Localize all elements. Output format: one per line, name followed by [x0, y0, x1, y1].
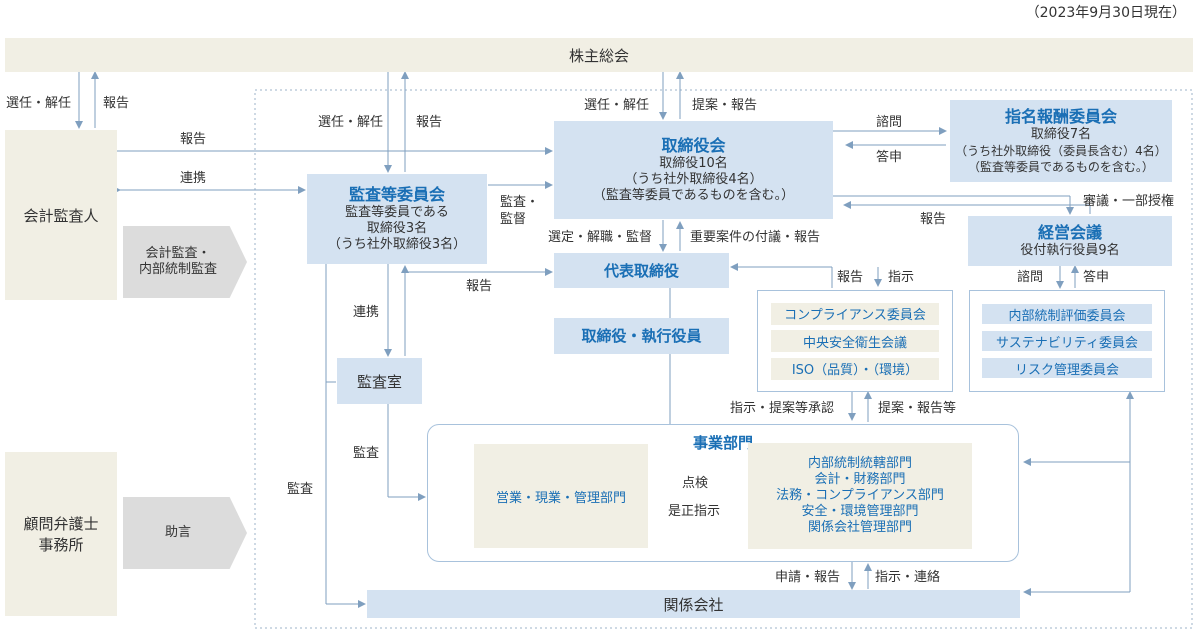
- compliance-group-box: コンプライアンス委員会 中央安全衛生会議 ISO（品質）・（環境）: [757, 290, 953, 392]
- board-line-3: （監査等委員であるものを含む。）: [592, 188, 795, 203]
- legal-counsel-line-2: 事務所: [38, 536, 84, 554]
- representative-director-box: 代表取締役: [554, 253, 729, 288]
- label-audit-supervise-1: 監査・: [500, 195, 540, 210]
- internal-control-evaluation-label: 内部統制評価委員会: [1008, 308, 1126, 324]
- legal-counsel-line-1: 顧問弁護士: [23, 515, 99, 533]
- label-audit-2: 監査: [287, 482, 314, 497]
- label-report-board: 報告: [180, 132, 207, 147]
- affiliates-label: 関係会社: [663, 595, 724, 614]
- audit-committee-line-3: （うち社外取締役3名）: [327, 237, 467, 252]
- sales-operations-box: 営業・現業・管理部門: [474, 444, 648, 548]
- audit-committee-box: 監査等委員会 監査等委員である 取締役3名 （うち社外取締役3名）: [307, 174, 487, 264]
- executives-label: 取締役・執行役員: [581, 327, 702, 345]
- label-application-report: 申請・報告: [775, 570, 841, 585]
- label-proposal-report-2: 提案・報告等: [878, 401, 957, 416]
- label-appoint: 選定・解職・監督: [548, 230, 653, 245]
- label-consult: 諮問: [876, 115, 903, 130]
- label-report-3: 報告: [837, 270, 864, 285]
- nomination-line-1: 取締役7名: [1030, 127, 1092, 142]
- label-consult-2: 諮問: [1017, 270, 1044, 285]
- committees-group-box: 内部統制評価委員会 サステナビリティ委員会 リスク管理委員会: [969, 290, 1165, 392]
- sustainability-committee: サステナビリティ委員会: [982, 331, 1152, 351]
- date-note: （2023年9月30日現在）: [1025, 5, 1186, 21]
- label-select-dismiss-2: 選任・解任: [318, 115, 384, 130]
- management-title: 経営会議: [1037, 223, 1102, 242]
- dept-legal: 法務・コンプライアンス部門: [776, 488, 944, 503]
- safety-health-council: 中央安全衛生会議: [771, 330, 939, 352]
- audit-note-line-1: 会計監査・: [145, 246, 211, 261]
- accounting-auditor-box: 会計監査人: [5, 130, 117, 300]
- sustainability-label: サステナビリティ委員会: [996, 335, 1138, 351]
- risk-management-label: リスク管理委員会: [1014, 362, 1119, 378]
- audit-office-box: 監査室: [337, 358, 422, 404]
- internal-control-evaluation-committee: 内部統制評価委員会: [982, 304, 1152, 324]
- label-correction: 是正指示: [668, 504, 721, 519]
- business-division-title: 事業部門: [692, 434, 753, 452]
- label-proposal-report: 提案・報告: [692, 98, 758, 113]
- dept-internal-control: 内部統制統轄部門: [807, 456, 912, 471]
- risk-management-committee: リスク管理委員会: [982, 358, 1152, 378]
- label-report-2: 報告: [416, 115, 443, 130]
- label-audit-1: 監査: [353, 446, 380, 461]
- nomination-line-3: （監査等委員であるものを含む。）: [968, 160, 1154, 174]
- advice-label: 助言: [164, 525, 191, 540]
- label-answer: 答申: [876, 150, 903, 165]
- label-audit-supervise-2: 監督: [500, 212, 527, 227]
- advice-chevron: 助言: [123, 497, 247, 569]
- safety-health-council-label: 中央安全衛生会議: [802, 335, 907, 351]
- nomination-title: 指名報酬委員会: [1004, 107, 1117, 126]
- label-inspection: 点検: [682, 476, 709, 491]
- label-select-dismiss-1: 選任・解任: [6, 96, 72, 111]
- iso-label: ISO（品質）・（環境）: [791, 363, 919, 378]
- shareholders-meeting-label: 株主総会: [568, 46, 629, 65]
- compliance-committee-label: コンプライアンス委員会: [784, 308, 926, 323]
- board-title: 取締役会: [661, 136, 726, 155]
- label-report-1: 報告: [103, 96, 130, 111]
- audit-note-chevron: 会計監査・ 内部統制監査: [123, 226, 247, 298]
- dept-safety: 安全・環境管理部門: [801, 504, 919, 519]
- board-line-2: （うち社外取締役4名）: [624, 172, 763, 187]
- legal-counsel-box: 顧問弁護士 事務所: [5, 452, 117, 616]
- dept-accounting: 会計・財務部門: [814, 472, 906, 487]
- iso-quality-environment: ISO（品質）・（環境）: [771, 357, 939, 380]
- label-deliberation: 審議・一部授権: [1083, 194, 1175, 209]
- nomination-committee-box: 指名報酬委員会 取締役7名 （うち社外取締役（委員長含む）4名） （監査等委員で…: [950, 100, 1172, 182]
- dept-affiliates: 関係会社管理部門: [807, 520, 912, 535]
- nomination-line-2: （うち社外取締役（委員長含む）4名）: [955, 144, 1167, 158]
- representative-director-label: 代表取締役: [603, 261, 679, 280]
- label-instruct: 指示: [888, 270, 915, 285]
- management-meeting-box: 経営会議 役付執行役員9名: [968, 216, 1172, 266]
- compliance-committee: コンプライアンス委員会: [771, 302, 939, 325]
- label-instruction-contact: 指示・連絡: [875, 570, 941, 585]
- label-instruction-approval: 指示・提案等承認: [730, 401, 835, 416]
- audit-committee-line-2: 取締役3名: [366, 221, 428, 236]
- executives-box: 取締役・執行役員: [554, 318, 729, 354]
- label-select-dismiss-3: 選任・解任: [584, 98, 650, 113]
- label-answer-2: 答申: [1083, 270, 1110, 285]
- shareholders-meeting-box: 株主総会: [5, 38, 1193, 72]
- audit-committee-line-1: 監査等委員である: [345, 205, 449, 220]
- label-report-president: 報告: [466, 279, 493, 294]
- audit-committee-title: 監査等委員会: [348, 185, 445, 204]
- audit-note-line-2: 内部統制監査: [138, 262, 217, 277]
- accounting-auditor-label: 会計監査人: [23, 206, 99, 225]
- audit-office-label: 監査室: [356, 372, 402, 391]
- label-cooperation-1: 連携: [180, 171, 207, 186]
- label-cooperation-2: 連携: [353, 305, 380, 320]
- internal-departments-box: 内部統制統轄部門 会計・財務部門 法務・コンプライアンス部門 安全・環境管理部門…: [748, 443, 972, 549]
- management-line-1: 役付執行役員9名: [1020, 243, 1120, 258]
- board-line-1: 取締役10名: [659, 156, 728, 171]
- sales-operations-label: 営業・現業・管理部門: [495, 490, 626, 506]
- board-of-directors-box: 取締役会 取締役10名 （うち社外取締役4名） （監査等委員であるものを含む。）: [554, 121, 833, 219]
- label-important-matters: 重要案件の付議・報告: [690, 230, 821, 245]
- affiliates-box: 関係会社: [367, 590, 1020, 618]
- label-report-mgmt: 報告: [920, 212, 947, 227]
